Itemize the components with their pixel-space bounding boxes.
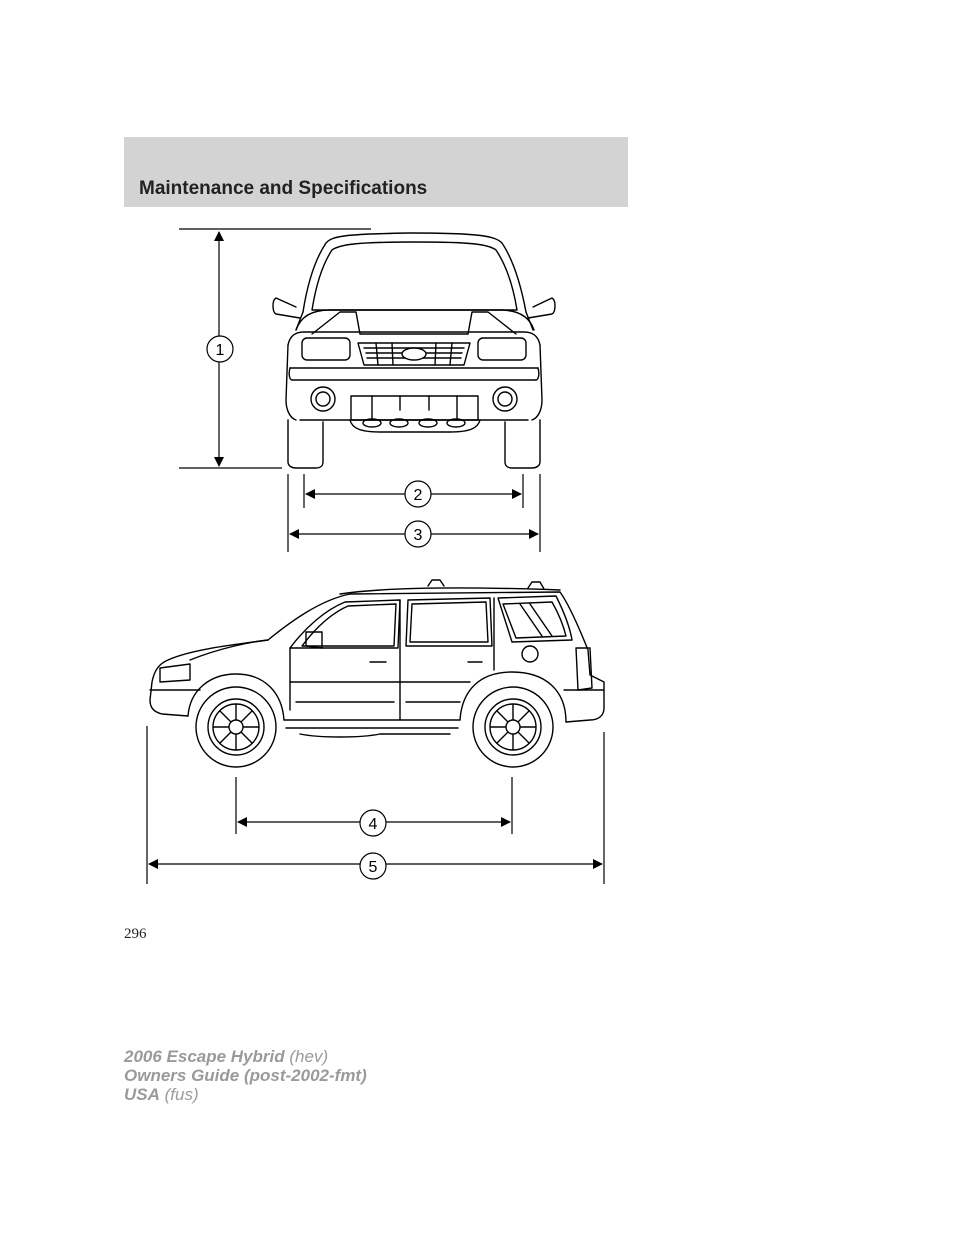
callout-4-label: 4	[369, 816, 378, 833]
footer-market: USA	[124, 1085, 160, 1104]
callout-5-label: 5	[369, 859, 378, 876]
callout-2-label: 2	[414, 487, 423, 504]
footer-line-2: Owners Guide (post-2002-fmt)	[124, 1066, 367, 1085]
section-title: Maintenance and Specifications	[139, 178, 428, 199]
footer-market-code: (fus)	[164, 1085, 199, 1104]
section-header-band: Maintenance and Specifications	[124, 137, 628, 207]
footer-model-code: (hev)	[289, 1047, 329, 1066]
callout-5: 5	[359, 852, 387, 880]
page-number: 296	[124, 926, 147, 942]
side-view-vehicle	[149, 579, 605, 738]
footer-guide: Owners Guide (post-2002-fmt)	[124, 1066, 367, 1085]
callout-3: 3	[404, 520, 432, 548]
front-view-vehicle	[272, 232, 556, 469]
callout-3-label: 3	[414, 527, 423, 544]
document-footer: 2006 Escape Hybrid (hev) Owners Guide (p…	[124, 1047, 367, 1104]
callout-1-label: 1	[216, 342, 225, 359]
footer-model: 2006 Escape Hybrid	[124, 1047, 285, 1066]
callout-2: 2	[404, 480, 432, 508]
side-dimension-lines	[146, 726, 605, 884]
callout-1: 1	[206, 335, 234, 363]
footer-line-1: 2006 Escape Hybrid (hev)	[124, 1047, 367, 1066]
side-view-wheels	[195, 686, 554, 768]
front-dimension-lines	[179, 228, 541, 552]
footer-line-3: USA (fus)	[124, 1085, 367, 1104]
callout-4: 4	[359, 809, 387, 837]
